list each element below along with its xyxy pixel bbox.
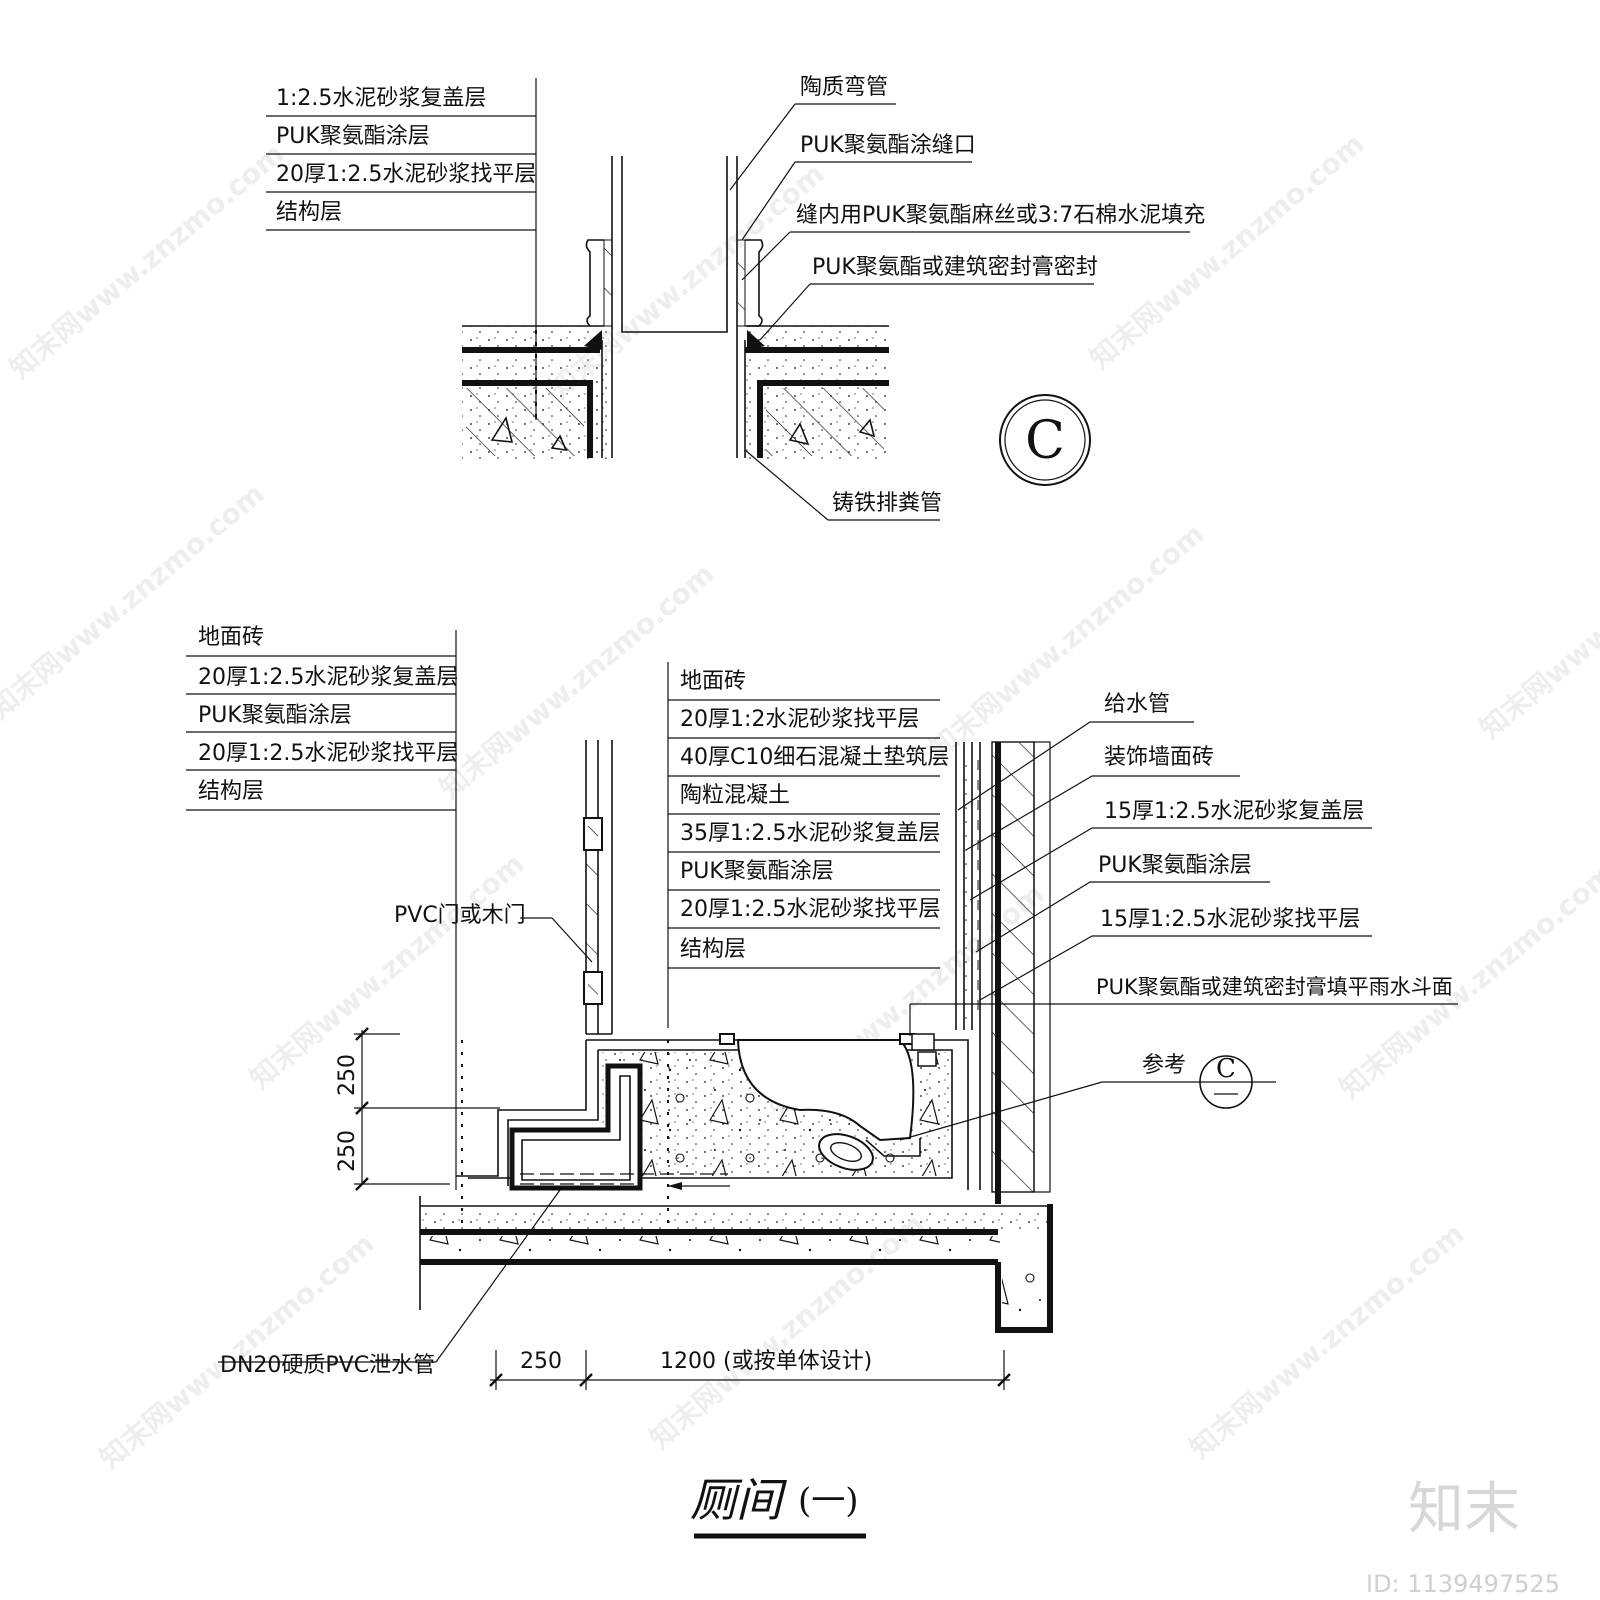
toilet-middle-labels: 地面砖 20厚1:2水泥砂浆找平层 40厚C10细石混凝土垫筑层 陶粒混凝土 3… (667, 662, 949, 1028)
dim-text: 250 (335, 1054, 360, 1096)
ref-mark: C (1216, 1054, 1236, 1084)
layer-label: PUK聚氨酯或建筑密封膏密封 (812, 255, 1098, 280)
detail-c-pipe (584, 156, 765, 458)
layer-label: PUK聚氨酯涂缝口 (800, 133, 976, 158)
watermark-text: 知末网www.znzmo.com (923, 517, 1210, 765)
detail-c-floor-section (462, 325, 889, 460)
title-suffix: (一) (798, 1481, 859, 1521)
ref-label: 参考 (1142, 1053, 1186, 1078)
layer-label: 地面砖 (198, 625, 264, 650)
layer-label: 20厚1:2.5水泥砂浆找平层 (276, 162, 536, 187)
vertical-dimensions: 250 250 (335, 1027, 500, 1191)
watermark-text: 知末网www.znzmo.com (1083, 127, 1370, 375)
floor-construction (419, 1039, 1053, 1333)
watermark-text: 知末网www.znzmo.com (1473, 497, 1600, 745)
brand-logo: 知末 (1408, 1477, 1520, 1542)
pipe-label-text: DN20硬质PVC泄水管 (220, 1353, 435, 1378)
layer-label: PUK聚氨酯涂层 (198, 703, 352, 728)
layer-label: 20厚1:2.5水泥砂浆找平层 (198, 741, 458, 766)
wall (955, 741, 1051, 1204)
layer-label: 结构层 (276, 200, 342, 225)
drawing-title: 厕间 (一) (690, 1473, 866, 1539)
layer-label: 20厚1:2水泥砂浆找平层 (680, 707, 919, 732)
toilet-section: 地面砖 20厚1:2.5水泥砂浆复盖层 PUK聚氨酯涂层 20厚1:2.5水泥砂… (186, 625, 1458, 1390)
layer-label: 铸铁排粪管 (832, 491, 942, 516)
ref-circle (1199, 1055, 1253, 1109)
image-id: ID: 1139497525 (1366, 1570, 1560, 1598)
layer-label: 20厚1:2.5水泥砂浆复盖层 (198, 665, 458, 690)
detail-c-right-labels: 陶质弯管 PUK聚氨酯涂缝口 缝内用PUK聚氨酯麻丝或3:7石棉水泥填充 PUK… (729, 75, 1205, 521)
watermark-text: 知末网www.znzmo.com (433, 557, 720, 805)
layer-label: 20厚1:2.5水泥砂浆找平层 (680, 897, 940, 922)
title-main: 厕间 (690, 1473, 788, 1527)
toilet-left-labels: 地面砖 20厚1:2.5水泥砂浆复盖层 PUK聚氨酯涂层 20厚1:2.5水泥砂… (186, 625, 458, 1190)
layer-label: PUK聚氨酯或建筑密封膏填平雨水斗面 (1096, 975, 1453, 999)
detail-c: 1:2.5水泥砂浆复盖层 PUK聚氨酯涂层 20厚1:2.5水泥砂浆找平层 结构… (266, 75, 1205, 521)
layer-label: 陶质弯管 (800, 75, 888, 100)
layer-label: 15厚1:2.5水泥砂浆复盖层 (1104, 799, 1364, 824)
detail-c-left-labels: 1:2.5水泥砂浆复盖层 PUK聚氨酯涂层 20厚1:2.5水泥砂浆找平层 结构… (266, 78, 537, 420)
watermark-text: 知末网www.znzmo.com (93, 1227, 380, 1475)
watermark-text: 知末网www.znzmo.com (1183, 1217, 1470, 1465)
layer-label: 1:2.5水泥砂浆复盖层 (276, 86, 486, 111)
toilet-bowl (668, 1033, 937, 1190)
detail-c-circle-mark: C (999, 394, 1091, 486)
layer-label: PUK聚氨酯涂层 (680, 859, 834, 884)
layer-label: 40厚C10细石混凝土垫筑层 (680, 745, 949, 770)
dim-text: 1200 (或按单体设计) (660, 1349, 872, 1374)
layer-label: 35厚1:2.5水泥砂浆复盖层 (680, 821, 940, 846)
layer-label: 陶粒混凝土 (680, 783, 790, 808)
layer-label: 结构层 (198, 779, 264, 804)
dim-text: 250 (335, 1130, 360, 1172)
circle-mark-letter: C (1025, 411, 1065, 471)
watermark-text: 知末网www.znzmo.com (3, 137, 290, 385)
horizontal-dimensions: 250 1200 (或按单体设计) (489, 1349, 1011, 1390)
pipe-label: DN20硬质PVC泄水管 (218, 1189, 561, 1378)
door: PVC门或木门 (394, 740, 613, 1035)
layer-label: 装饰墙面砖 (1104, 745, 1214, 770)
door-label: PVC门或木门 (394, 903, 526, 928)
toilet-right-labels: 给水管 装饰墙面砖 15厚1:2.5水泥砂浆复盖层 PUK聚氨酯涂层 15厚1:… (899, 692, 1458, 1141)
layer-label: 给水管 (1104, 692, 1170, 717)
layer-label: 缝内用PUK聚氨酯麻丝或3:7石棉水泥填充 (796, 203, 1205, 228)
layer-label: PUK聚氨酯涂层 (1098, 853, 1252, 878)
watermark-text: 知末网www.znzmo.com (243, 847, 530, 1095)
layer-label: PUK聚氨酯涂层 (276, 124, 430, 149)
layer-label: 结构层 (680, 937, 746, 962)
dim-text: 250 (520, 1349, 562, 1374)
layer-label: 地面砖 (680, 669, 746, 694)
layer-label: 15厚1:2.5水泥砂浆找平层 (1100, 907, 1360, 932)
